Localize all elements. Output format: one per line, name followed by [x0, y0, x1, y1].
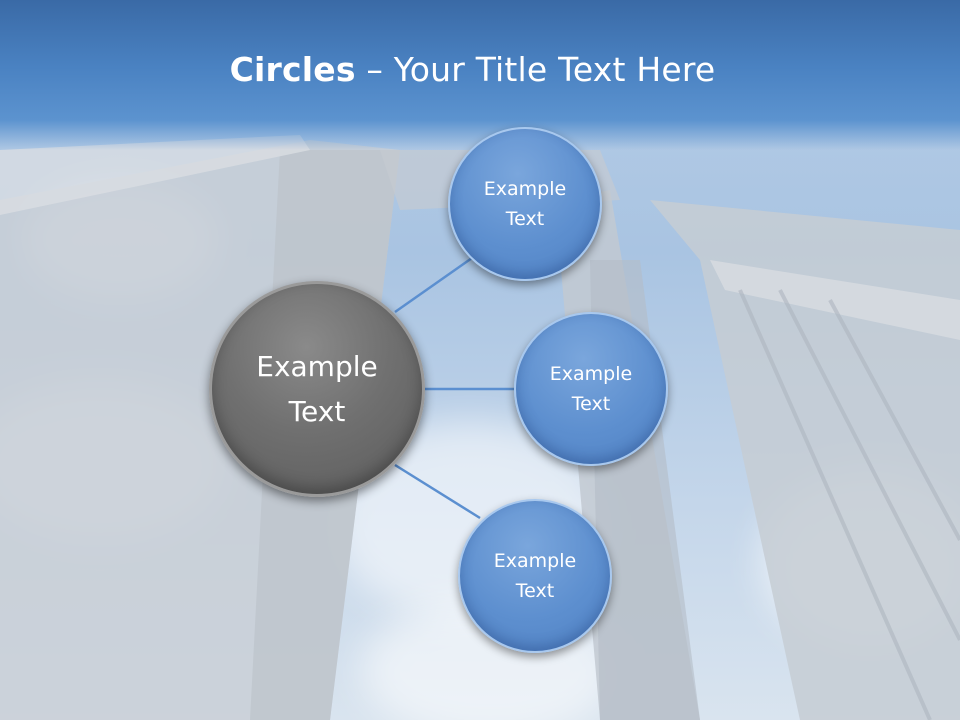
satellite-circle-2[interactable]: Example Text: [514, 312, 668, 466]
satellite-label: Example Text: [493, 550, 577, 602]
connector-3: [394, 463, 481, 520]
title-rest: – Your Title Text Here: [355, 50, 716, 89]
hub-label: Example Text: [256, 350, 378, 428]
satellite-circle-3[interactable]: Example Text: [458, 499, 612, 653]
connector-1: [394, 256, 473, 314]
hub-circle[interactable]: Example Text: [209, 281, 425, 497]
satellite-label: Example Text: [549, 363, 633, 415]
title-bold: Circles: [229, 50, 356, 89]
slide-title[interactable]: Circles – Your Title Text Here: [0, 50, 945, 89]
satellite-label: Example Text: [483, 178, 567, 230]
satellite-circle-1[interactable]: Example Text: [448, 127, 602, 281]
title-band: [0, 0, 960, 150]
